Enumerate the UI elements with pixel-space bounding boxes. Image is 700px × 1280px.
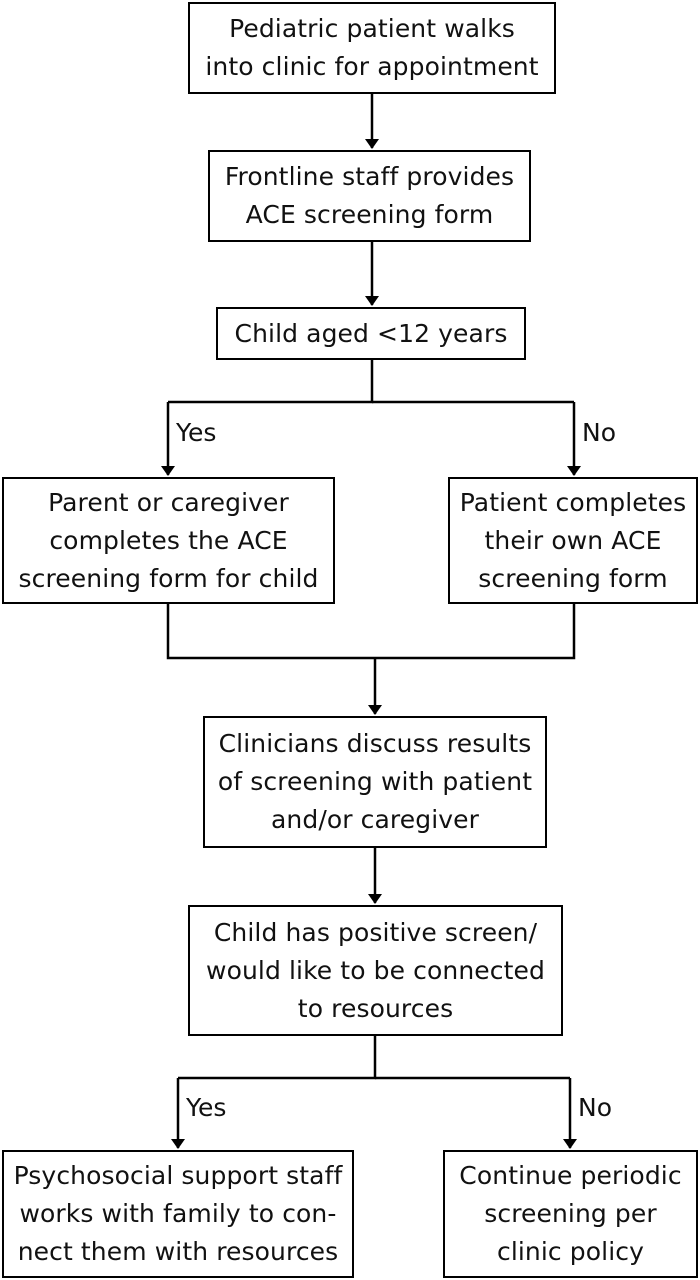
step-walk-in: Pediatric patient walks into clinic for … bbox=[188, 2, 556, 94]
label-positive-yes: Yes bbox=[186, 1093, 227, 1122]
step-support-staff: Psychosocial support staff works with fa… bbox=[2, 1150, 354, 1278]
step-caregiver-completes-text: Parent or caregiver completes the ACE sc… bbox=[18, 487, 319, 593]
step-support-staff-text: Psychosocial support staff works with fa… bbox=[13, 1161, 343, 1266]
step-discuss: Clinicians discuss results of screening … bbox=[203, 716, 547, 848]
step-patient-completes-text: Patient completes their own ACE screenin… bbox=[459, 487, 687, 593]
step-staff-form-text: Frontline staff provides ACE screening f… bbox=[224, 162, 515, 229]
step-periodic: Continue periodic screening per clinic p… bbox=[443, 1150, 698, 1278]
step-positive-check: Child has positive screen/ would like to… bbox=[188, 905, 563, 1036]
split-age bbox=[168, 360, 374, 404]
step-patient-completes: Patient completes their own ACE screenin… bbox=[448, 477, 698, 604]
merge-left bbox=[166, 604, 576, 660]
step-staff-form: Frontline staff provides ACE screening f… bbox=[208, 150, 531, 242]
step-caregiver-completes: Parent or caregiver completes the ACE sc… bbox=[2, 477, 335, 604]
step-age-check-text: Child aged <12 years bbox=[234, 318, 508, 348]
label-age-yes: Yes bbox=[176, 418, 217, 447]
step-age-check: Child aged <12 years bbox=[216, 307, 526, 360]
step-walk-in-text: Pediatric patient walks into clinic for … bbox=[205, 14, 539, 81]
step-positive-check-text: Child has positive screen/ would like to… bbox=[206, 917, 545, 1023]
step-periodic-text: Continue periodic screening per clinic p… bbox=[459, 1161, 682, 1266]
label-positive-no: No bbox=[578, 1093, 612, 1122]
label-age-no: No bbox=[582, 418, 616, 447]
step-discuss-text: Clinicians discuss results of screening … bbox=[217, 729, 533, 834]
split-positive bbox=[178, 1036, 377, 1080]
